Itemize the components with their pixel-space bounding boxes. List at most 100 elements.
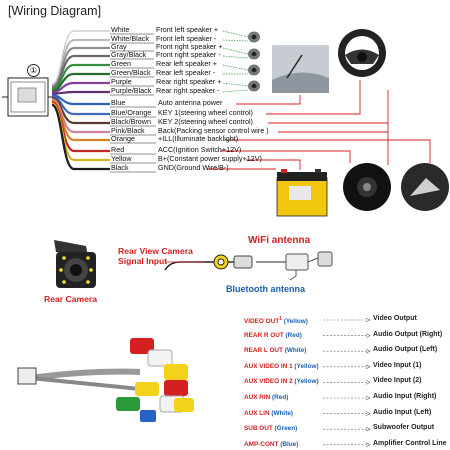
av-port-color-hint: (White)	[282, 347, 307, 355]
rear-camera-label: Rear Camera	[44, 294, 98, 304]
wire-description-label: Front left speaker +	[156, 25, 219, 34]
wire-color-label: Blue	[111, 98, 126, 107]
wire-description-label: Auto antenna power	[158, 98, 223, 107]
speaker-icon	[248, 80, 260, 92]
arrow-icon	[365, 333, 371, 338]
car-antenna-icon	[272, 45, 329, 93]
wire-color-label: Gray/Black	[111, 50, 147, 59]
av-port-name: AUX RIN	[244, 394, 271, 401]
speaker-lead-line	[222, 82, 249, 87]
av-port-input-label: AUX VIDEO IN 1 (Yellow)	[244, 363, 319, 370]
connection-lines	[207, 30, 431, 170]
av-port-output-label: Amplifier Control Line	[373, 439, 447, 447]
speaker-lead-line	[222, 89, 249, 93]
speaker-lead-line	[222, 64, 249, 71]
wire-color-label: Blue/Orange	[111, 108, 152, 117]
av-leader-lines	[323, 317, 371, 448]
wire-description-label: Rear left speaker -	[156, 68, 216, 77]
speaker-icon	[248, 64, 260, 76]
wire-color-label: Purple/Black	[111, 86, 152, 95]
rear-camera-signal-label: Rear View Camera Signal Input	[118, 246, 193, 266]
arrow-icon	[365, 317, 371, 323]
arrow-icon	[365, 364, 371, 370]
av-port-superscript: 1	[279, 316, 282, 322]
av-port-name: AUX VIDEO IN 2	[244, 378, 293, 386]
av-port-name: AMP-CONT	[244, 440, 279, 448]
speaker-lead-line	[222, 39, 249, 42]
wire-color-label: Red	[111, 145, 125, 154]
wire-outline	[51, 73, 110, 92]
wire-description-label: Rear right speaker +	[156, 77, 222, 86]
wire-outline	[51, 82, 110, 93]
rear-camera-icon	[54, 240, 96, 288]
wire-outline	[51, 95, 110, 105]
av-port-output-label: Video Input (2)	[373, 377, 422, 385]
av-port-output-label: Audio Input (Left)	[373, 408, 432, 416]
bluetooth-antenna-label: Bluetooth antenna	[226, 284, 305, 294]
av-port-name: REAR L OUT	[244, 347, 283, 355]
av-port-name: AUX LIN	[244, 409, 270, 417]
wire-description-label: Back(Packing sensor control wire )	[158, 126, 269, 135]
speaker-icon	[248, 48, 260, 60]
av-port-output-label: Subwoofer Output	[373, 424, 435, 432]
wire-description-label: +ILL(Illuminate backlight)	[158, 134, 239, 143]
connector-number: ①	[27, 64, 40, 77]
av-port-output-label: Audio Input (Right)	[373, 393, 437, 400]
speaker-lead-line	[222, 47, 249, 55]
headlight-icon	[401, 163, 449, 211]
av-port-color-hint: (Yellow)	[292, 378, 319, 386]
ignition-switch-icon	[343, 163, 391, 211]
wifi-antenna-label: WiFi antenna	[248, 235, 311, 246]
device-connection-line	[220, 150, 351, 163]
av-port-color-hint: (Yellow)	[281, 318, 308, 326]
wire-description-label: Rear left speaker +	[156, 59, 217, 68]
av-port-name: SUB OUT	[244, 425, 273, 433]
antenna-connector-icon	[256, 251, 333, 281]
wire-outline	[51, 64, 110, 90]
av-port-input-label: SUB OUT (Green)	[244, 425, 297, 432]
arrow-icon	[365, 411, 371, 416]
arrow-icon	[365, 395, 371, 401]
av-port-name: VIDEO OUT	[244, 318, 280, 326]
wire-description-label: Front right speaker +	[156, 42, 223, 51]
wire-description-label: KEY 1(steering wheel control)	[158, 108, 253, 117]
av-port-color-hint: (Red)	[270, 394, 289, 401]
wire-description-label: B+(Constant power supply+12V)	[158, 154, 262, 163]
wire-color-label: Gray	[111, 42, 127, 51]
speaker-lead-line	[222, 55, 249, 59]
wire-color-label: Pink/Black	[111, 126, 145, 135]
av-port-input-label: REAR L OUT (White)	[244, 347, 306, 354]
av-port-input-label: AMP-CONT (Blue)	[244, 441, 298, 448]
wire-line	[51, 90, 110, 95]
av-port-name: AUX VIDEO IN 1	[244, 362, 293, 370]
wire-description-label: ACC(Ignition Switch+12V)	[158, 145, 242, 154]
av-port-output-label: Audio Output (Left)	[373, 346, 438, 354]
av-port-name: REAR R OUT	[244, 331, 284, 339]
wire-color-label: White/Black	[111, 34, 149, 43]
device-connection-line	[225, 139, 431, 163]
av-port-color-hint: (Red)	[283, 331, 302, 339]
wire-color-label: Yellow	[111, 154, 132, 163]
av-port-input-label: REAR R OUT (Red)	[244, 332, 302, 339]
speaker-icon	[248, 31, 260, 43]
steering-wheel-icon	[338, 29, 386, 77]
wire-color-label: Green	[111, 59, 131, 68]
arrow-icon	[365, 426, 371, 432]
wire-bundle	[51, 29, 156, 173]
wire-description-label: GND(Ground Wire/B-)	[158, 163, 229, 172]
device-connection-line	[246, 159, 301, 170]
av-port-input-label: VIDEO OUT1 (Yellow)	[244, 316, 308, 325]
wire-description-label: Rear right speaker -	[156, 86, 220, 95]
wire-color-label: Green/Black	[111, 68, 151, 77]
arrow-icon	[365, 380, 371, 385]
wire-outline	[51, 91, 110, 94]
av-port-input-label: AUX VIDEO IN 2 (Yellow)	[244, 378, 319, 385]
av-port-output-label: Audio Output (Right)	[373, 330, 443, 338]
wire-outline	[51, 96, 110, 115]
car-battery-icon	[276, 169, 328, 217]
wire-description-label: KEY 2(steering wheel control)	[158, 117, 253, 126]
wire-color-label: White	[111, 25, 130, 34]
av-port-color-hint: (Blue)	[278, 440, 299, 448]
arrow-icon	[365, 442, 371, 448]
